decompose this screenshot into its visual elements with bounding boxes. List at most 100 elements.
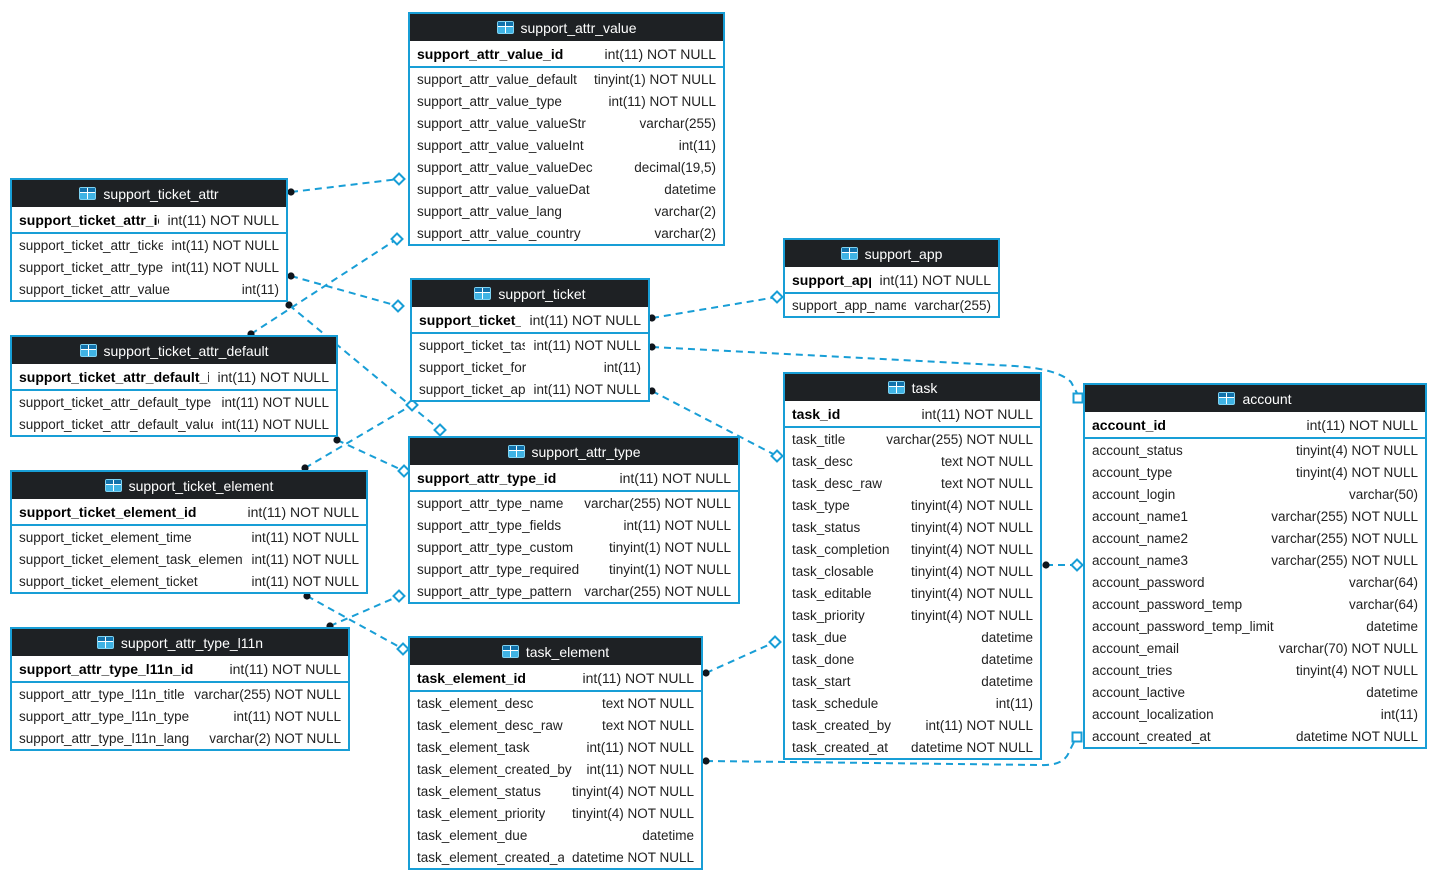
table-header[interactable]: support_attr_type_l11n bbox=[12, 629, 348, 656]
relationship-support_ticket_element-to-support_ticket[interactable] bbox=[301, 398, 419, 472]
relationship-support_attr_type_l11n-to-support_attr_type[interactable] bbox=[326, 589, 406, 630]
relationship-task_element-to-task[interactable] bbox=[702, 635, 782, 677]
relationship-line[interactable] bbox=[304, 404, 413, 469]
table-header[interactable]: support_ticket_attr_default bbox=[12, 337, 336, 364]
table-header[interactable]: support_ticket_element bbox=[12, 472, 366, 499]
relationship-line[interactable] bbox=[290, 275, 399, 307]
relationship-line[interactable] bbox=[290, 178, 400, 193]
table-header[interactable]: support_attr_type bbox=[410, 438, 738, 465]
table-header[interactable]: support_ticket bbox=[412, 280, 648, 307]
relationship-line[interactable] bbox=[705, 641, 776, 674]
relationship-line[interactable] bbox=[306, 595, 404, 650]
relationship-support_ticket_attr-to-support_attr_value[interactable] bbox=[287, 172, 406, 196]
table-header[interactable]: account bbox=[1085, 385, 1425, 412]
relationship-support_ticket-to-support_app[interactable] bbox=[648, 290, 784, 322]
table-header[interactable]: support_ticket_attr bbox=[12, 180, 286, 207]
relationship-line[interactable] bbox=[651, 346, 1079, 396]
table-header[interactable]: task bbox=[785, 374, 1040, 401]
table-header[interactable]: support_attr_value bbox=[410, 14, 723, 41]
relationship-line[interactable] bbox=[651, 296, 778, 319]
relationship-support_ticket_attr_default-to-support_attr_type[interactable] bbox=[333, 436, 411, 478]
relationship-support_ticket_attr-to-support_ticket[interactable] bbox=[287, 272, 405, 313]
relationship-line[interactable] bbox=[288, 304, 441, 431]
relationship-support_ticket_attr_default-to-support_attr_value[interactable] bbox=[247, 232, 404, 338]
relationship-line[interactable] bbox=[250, 238, 398, 335]
relationship-line[interactable] bbox=[329, 595, 400, 627]
